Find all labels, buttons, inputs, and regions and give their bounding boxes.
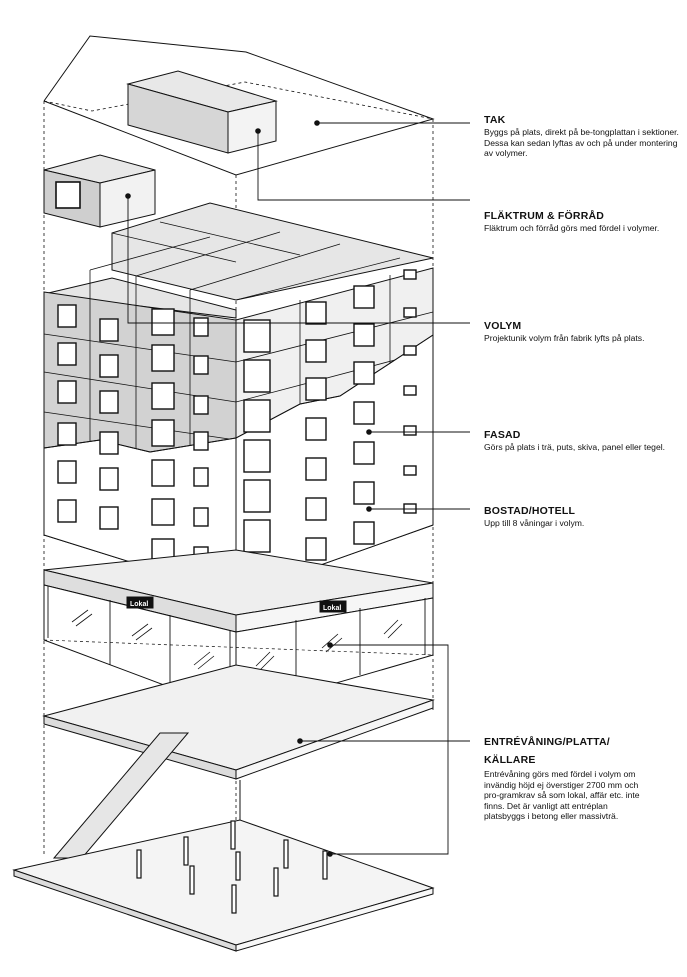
label-tak-title: TAK (484, 114, 506, 126)
leader-dots (125, 120, 372, 857)
label-volym: VOLYM Projektunik volym från fabrik lyft… (484, 319, 682, 344)
slab (42, 664, 435, 780)
label-tak-text: Byggs på plats, direkt på be-tongplattan… (484, 127, 679, 159)
label-fasad-title: FASAD (484, 429, 521, 441)
label-entre-title: ENTRÉVÅNING/PLATTA/ KÄLLARE (484, 736, 610, 766)
label-volym-title: VOLYM (484, 320, 522, 332)
label-bostad: BOSTAD/HOTELL Upp till 8 våningar i voly… (484, 504, 682, 529)
label-flaktrum-text: Fläktrum och förråd görs med fördel i vo… (484, 223, 660, 233)
windows (57, 269, 417, 593)
label-flaktrum-title: FLÄKTRUM & FÖRRÅD (484, 210, 605, 222)
storage-box (43, 154, 156, 228)
building-volumes (43, 202, 434, 596)
leader-lines (127, 122, 470, 855)
fan-room-box (126, 70, 278, 154)
lokal-sign-left: Lokal (130, 601, 148, 608)
label-fasad: FASAD Görs på plats i trä, puts, skiva, … (484, 428, 682, 453)
basement (12, 732, 435, 952)
label-entre-text: Entrévåning görs med fördel i volym om i… (484, 769, 640, 822)
label-entre: ENTRÉVÅNING/PLATTA/ KÄLLARE Entrévåning … (484, 733, 644, 822)
lokal-sign-right: Lokal (323, 605, 341, 612)
label-tak: TAK Byggs på plats, direkt på be-tongpla… (484, 113, 682, 159)
label-fasad-text: Görs på plats i trä, puts, skiva, panel … (484, 442, 666, 452)
label-bostad-title: BOSTAD/HOTELL (484, 505, 576, 517)
label-flaktrum: FLÄKTRUM & FÖRRÅD Fläktrum och förråd gö… (484, 209, 682, 234)
label-bostad-text: Upp till 8 våningar i volym. (484, 518, 585, 528)
label-volym-text: Projektunik volym från fabrik lyfts på p… (484, 333, 645, 343)
